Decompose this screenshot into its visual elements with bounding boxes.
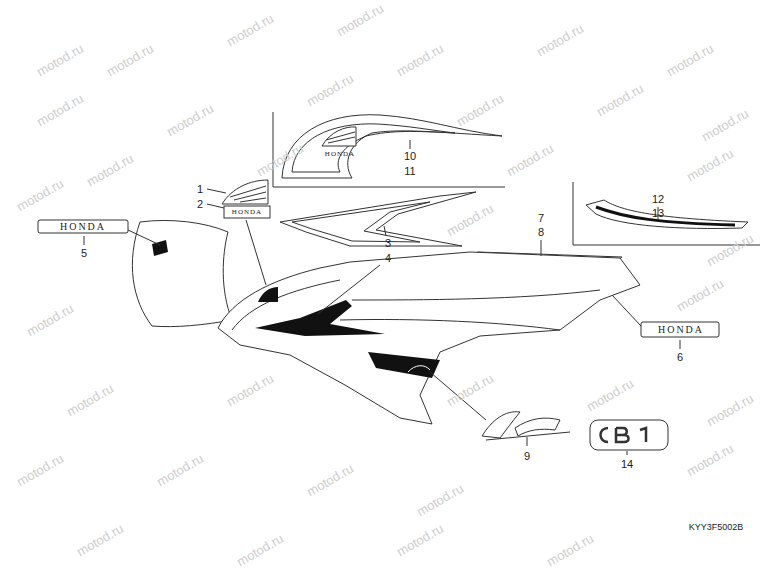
wing-lines xyxy=(230,186,266,202)
watermark: motod.ru xyxy=(85,152,136,189)
stripe-decal-inner xyxy=(292,202,430,242)
seat-line xyxy=(352,290,600,300)
watermark: motod.ru xyxy=(395,42,446,79)
emblem-text: HONDA xyxy=(325,151,355,158)
emblem-plate xyxy=(224,206,270,218)
callout-number: 8 xyxy=(538,227,544,238)
leader-lines xyxy=(84,140,680,455)
callout-number: 11 xyxy=(404,166,415,177)
watermark: motod.ru xyxy=(335,2,386,39)
watermark: motod.ru xyxy=(305,72,356,109)
watermark: motod.ru xyxy=(255,142,306,179)
callout-number: 9 xyxy=(524,451,530,462)
watermark: motod.ru xyxy=(535,22,586,59)
watermark: motod.ru xyxy=(505,142,556,179)
decal-text: HONDA xyxy=(60,222,106,232)
decal-text: HONDA xyxy=(658,325,704,335)
inset-stripe xyxy=(596,207,735,225)
name-plate xyxy=(641,322,719,337)
callout-number: 4 xyxy=(385,253,391,264)
emblem-text: HONDA xyxy=(232,209,262,216)
seat-line xyxy=(340,319,560,330)
watermark: motod.ru xyxy=(235,532,286,569)
watermark: motod.ru xyxy=(705,392,756,429)
watermark: motod.ru xyxy=(685,442,736,479)
watermark: motod.ru xyxy=(15,177,66,214)
watermark: motod.ru xyxy=(445,202,496,239)
front-cowl xyxy=(132,220,232,326)
watermark: motod.ru xyxy=(165,102,216,139)
watermark: motod.ru xyxy=(15,452,66,489)
wing-emblem xyxy=(222,180,268,204)
watermark: motod.ru xyxy=(305,462,356,499)
watermark: motod.ru xyxy=(395,522,446,559)
watermark: motod.ru xyxy=(585,377,636,414)
callout-number: 3 xyxy=(385,238,391,249)
watermark: motod.ru xyxy=(65,382,116,419)
watermark: motod.ru xyxy=(595,82,646,119)
watermark: motod.ru xyxy=(415,482,466,519)
watermark: motod.ru xyxy=(25,302,76,339)
watermark: motod.ru xyxy=(445,372,496,409)
watermark: motod.ru xyxy=(105,42,156,79)
inset-decal-inner xyxy=(292,124,455,172)
watermark: motod.ru xyxy=(75,522,126,559)
callout-number: 14 xyxy=(621,459,633,470)
callout-number: 12 xyxy=(652,194,664,205)
callout-number: 7 xyxy=(538,213,544,224)
stripe-decal xyxy=(280,192,476,246)
inset-wing-lines xyxy=(326,132,355,143)
inset-decal xyxy=(586,200,748,228)
watermark: motod.ru xyxy=(35,42,86,79)
callout-number: 6 xyxy=(677,352,683,363)
watermark: motod.ru xyxy=(700,107,751,144)
callout-number: 2 xyxy=(197,199,203,210)
inset-decal xyxy=(282,115,502,178)
emblem-letters xyxy=(601,428,647,442)
watermark: motod.ru xyxy=(685,147,736,184)
fairing-emblem xyxy=(258,287,278,302)
watermark: motod.ru xyxy=(665,42,716,79)
callout-number: 10 xyxy=(404,151,416,162)
watermark: motod.ru xyxy=(225,12,276,49)
callout-number: 13 xyxy=(652,208,664,219)
model-emblem xyxy=(590,420,668,450)
inset-frame xyxy=(573,182,760,245)
name-plate xyxy=(38,220,128,233)
inset-wing xyxy=(322,127,356,146)
watermark: motod.ru xyxy=(705,232,756,269)
watermark: motod.ru xyxy=(545,532,596,569)
callout-number: 1 xyxy=(197,184,203,195)
drawing-code: KYY3F5002B xyxy=(689,523,744,532)
model-logo-line xyxy=(486,432,570,440)
side-fairing xyxy=(218,252,640,424)
fairing-logo xyxy=(408,366,430,372)
fairing-lower-stripe xyxy=(368,352,440,378)
watermark: motod.ru xyxy=(225,372,276,409)
watermark: motod.ru xyxy=(35,92,86,129)
callout-number: 5 xyxy=(81,248,87,259)
watermark: motod.ru xyxy=(455,92,506,129)
inset-frame xyxy=(273,112,505,187)
watermark: motod.ru xyxy=(675,277,726,314)
fairing-stripe xyxy=(255,300,385,336)
watermark: motod.ru xyxy=(155,452,206,489)
